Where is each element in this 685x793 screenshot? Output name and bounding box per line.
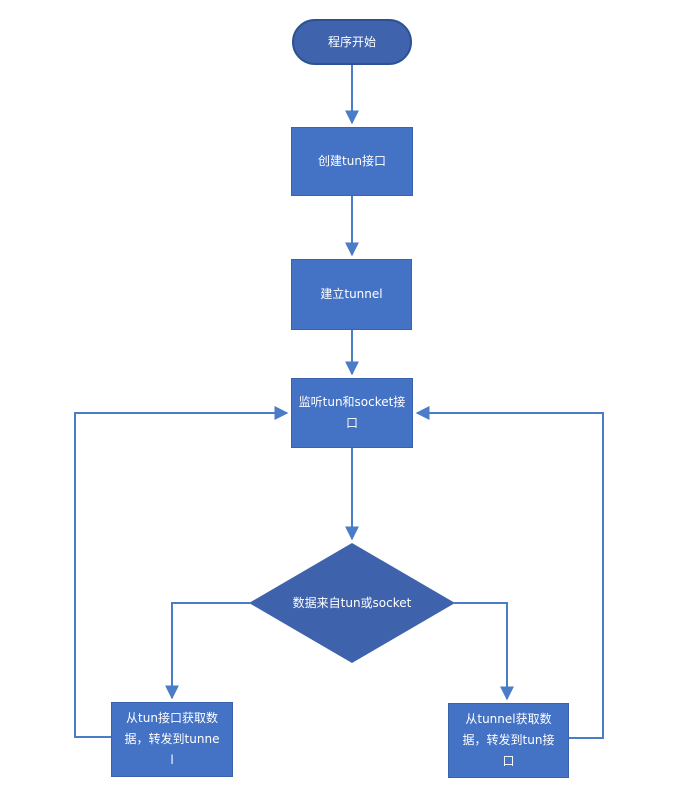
connector-decision-to-from-tunnel <box>454 602 514 701</box>
node-listen-tun-and-socket: 监听tun和socket接口 <box>291 378 413 448</box>
connector-decision-to-from-tun <box>165 602 250 700</box>
node-forward-tun-to-tunnel: 从tun接口获取数据，转发到tunnel <box>111 702 233 777</box>
node-forward-tunnel-to-tun-label: 从tunnel获取数据，转发到tun接口 <box>462 712 555 768</box>
node-start-label: 程序开始 <box>327 34 376 49</box>
node-forward-tun-to-tunnel-label: 从tun接口获取数据，转发到tunnel <box>124 711 220 767</box>
node-forward-tunnel-to-tun: 从tunnel获取数据，转发到tun接口 <box>448 703 569 778</box>
connector-from-tunnel-loop-to-listen <box>415 406 604 739</box>
node-listen-label: 监听tun和socket接口 <box>298 395 406 430</box>
node-establish-tunnel-label: 建立tunnel <box>320 287 383 301</box>
node-establish-tunnel: 建立tunnel <box>291 259 412 330</box>
node-create-tun-interface: 创建tun接口 <box>291 127 413 196</box>
node-start-terminator: 程序开始 <box>292 19 412 65</box>
node-decision-label: 数据来自tun或socket <box>292 595 412 610</box>
node-create-tun-label: 创建tun接口 <box>318 154 386 168</box>
connector-from-tun-loop-to-listen <box>74 406 289 738</box>
